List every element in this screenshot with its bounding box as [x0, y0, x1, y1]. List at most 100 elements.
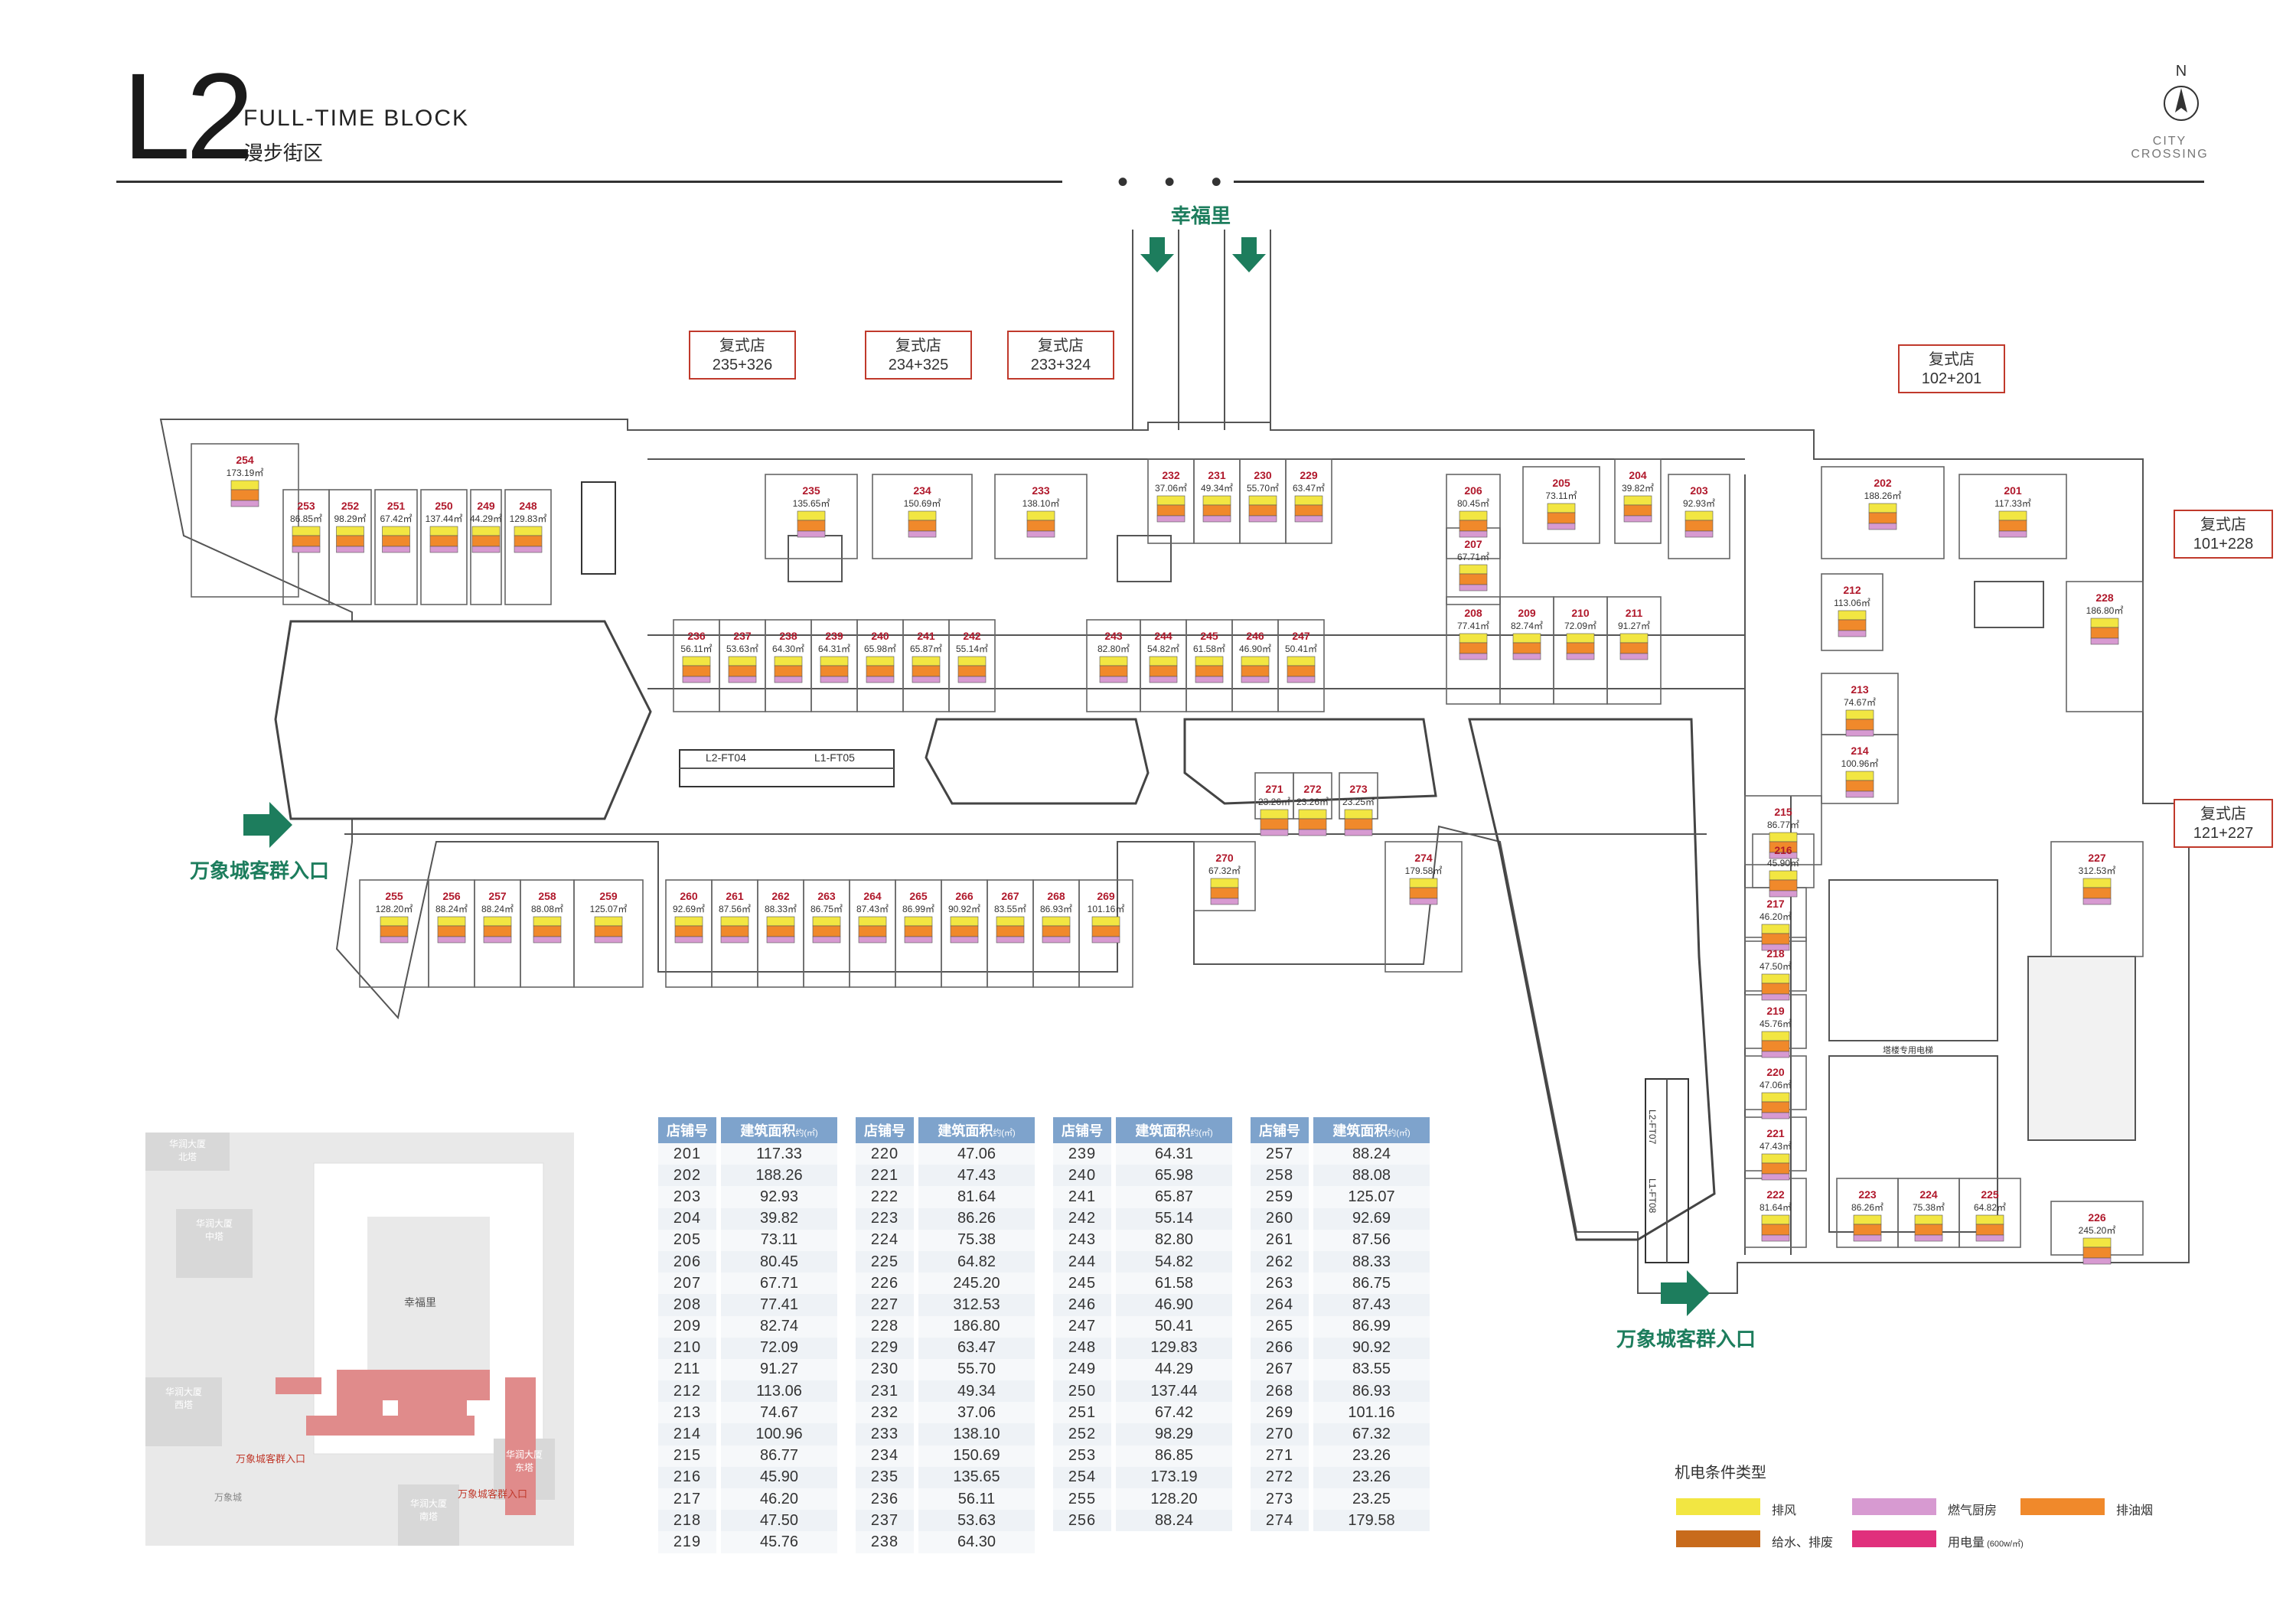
area-cell: 86.77 — [721, 1445, 837, 1467]
utility-swatch — [1026, 530, 1055, 538]
area-cell: 101.16 — [1313, 1402, 1430, 1424]
utility-swatch — [1459, 510, 1488, 521]
utility-swatch — [766, 925, 795, 937]
store-201-outline — [1958, 474, 2067, 559]
area-cell: 82.80 — [1116, 1229, 1232, 1251]
store-area: 37.06㎡ — [1155, 483, 1187, 494]
gap-cell — [716, 1315, 721, 1338]
utility-swatch — [1202, 504, 1231, 517]
gap-cell — [914, 1358, 918, 1381]
utility-swatch — [533, 936, 562, 943]
keymap-t2: 华润大厦 — [195, 1218, 233, 1229]
store-no-cell: 268 — [1251, 1380, 1309, 1403]
utility-swatch — [996, 925, 1025, 937]
store-number: 274 — [1414, 852, 1433, 864]
utility-swatch — [812, 936, 841, 943]
area-cell: 135.65 — [918, 1466, 1035, 1488]
utility-swatch — [1769, 870, 1798, 881]
col-store-header: 店铺号 — [856, 1117, 914, 1143]
store-number: 214 — [1851, 745, 1869, 757]
store-number: 265 — [909, 890, 928, 902]
store-number: 220 — [1766, 1066, 1785, 1078]
store-no-cell: 254 — [1053, 1466, 1111, 1488]
store-number: 223 — [1858, 1188, 1877, 1201]
utility-swatch — [1294, 504, 1323, 517]
